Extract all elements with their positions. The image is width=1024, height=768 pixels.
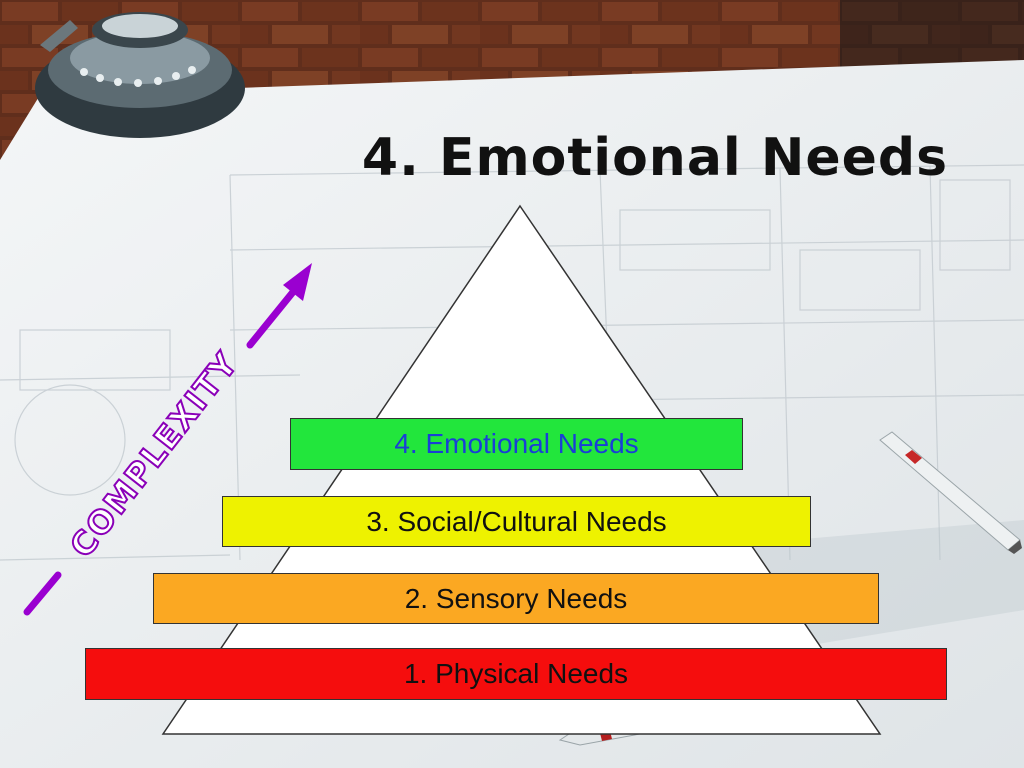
pyramid-level-sensory: 2. Sensory Needs — [153, 573, 879, 624]
arrow-head-icon — [283, 263, 312, 301]
pyramid-level-physical: 1. Physical Needs — [85, 648, 947, 700]
pyramid-level-emotional: 4. Emotional Needs — [290, 418, 743, 470]
desk-lamp-icon — [35, 12, 245, 138]
pyramid-level-social-cultural: 3. Social/Cultural Needs — [222, 496, 811, 547]
slide-title: 4. Emotional Needs — [361, 128, 949, 188]
pen-icon — [879, 431, 1022, 554]
complexity-arrow — [23, 263, 312, 616]
